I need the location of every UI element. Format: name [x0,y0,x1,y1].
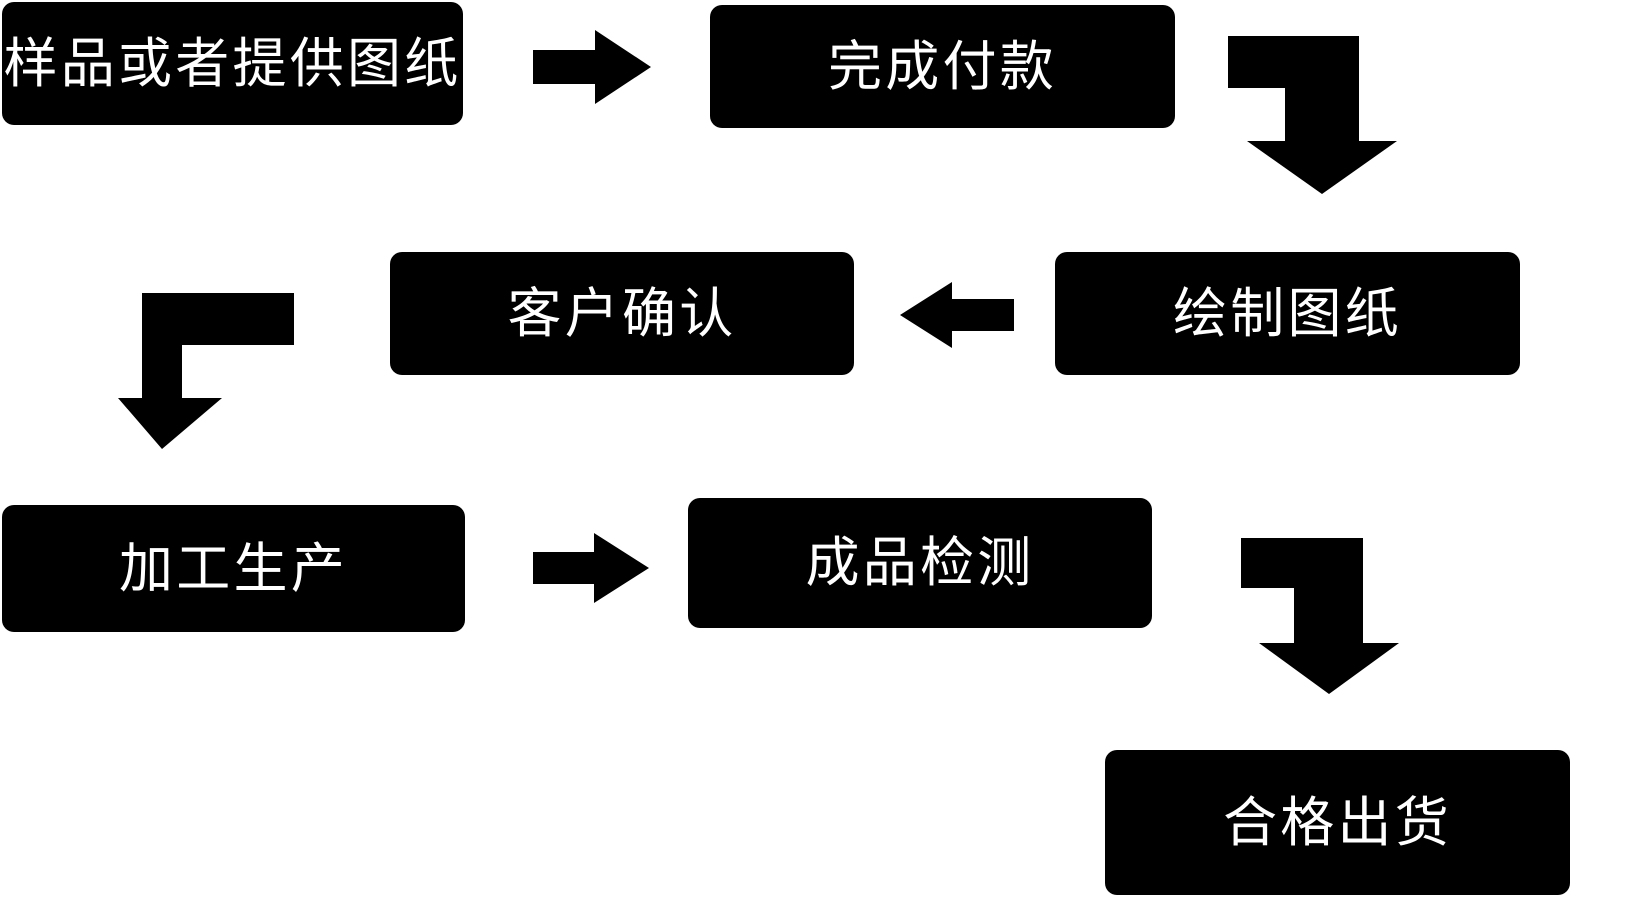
node-label: 客户确认 [507,281,737,345]
node-label: 绘制图纸 [1173,281,1402,345]
node-label: 完成付款 [828,34,1057,98]
node-label: 样品或者提供图纸 [3,31,462,95]
process-node-finished-inspection[interactable]: 成品检测 [688,498,1152,628]
arrow-left-icon [900,282,1014,348]
elbow-arrow-right-down-icon [1228,36,1416,194]
process-node-draw-drawing[interactable]: 绘制图纸 [1055,252,1520,375]
arrow-right-icon [533,533,649,603]
process-node-qualified-shipment[interactable]: 合格出货 [1105,750,1570,895]
process-node-sample-or-drawing[interactable]: 样品或者提供图纸 [2,2,463,125]
node-label: 合格出货 [1223,790,1452,854]
process-node-complete-payment[interactable]: 完成付款 [710,5,1175,128]
node-label: 成品检测 [805,531,1035,594]
process-node-customer-confirm[interactable]: 客户确认 [390,252,854,375]
node-label: 加工生产 [119,536,348,600]
elbow-arrow-left-down-icon [118,293,294,449]
process-node-production[interactable]: 加工生产 [2,505,465,632]
arrow-right-icon [533,30,651,104]
elbow-arrow-right-down-icon [1241,538,1417,694]
